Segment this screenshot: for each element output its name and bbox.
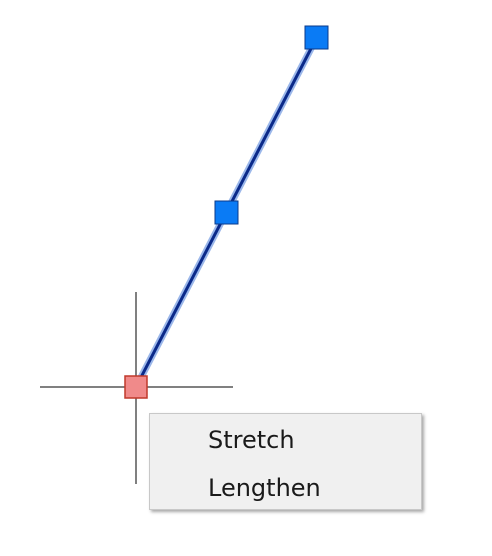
midpoint-grip[interactable] — [214, 200, 239, 225]
endpoint-grip-top[interactable] — [304, 25, 329, 50]
grip-context-menu: Stretch Lengthen — [149, 413, 422, 510]
endpoint-grip-hot[interactable] — [124, 375, 148, 399]
menu-item-lengthen[interactable]: Lengthen — [208, 474, 321, 502]
menu-item-stretch[interactable]: Stretch — [208, 426, 295, 454]
